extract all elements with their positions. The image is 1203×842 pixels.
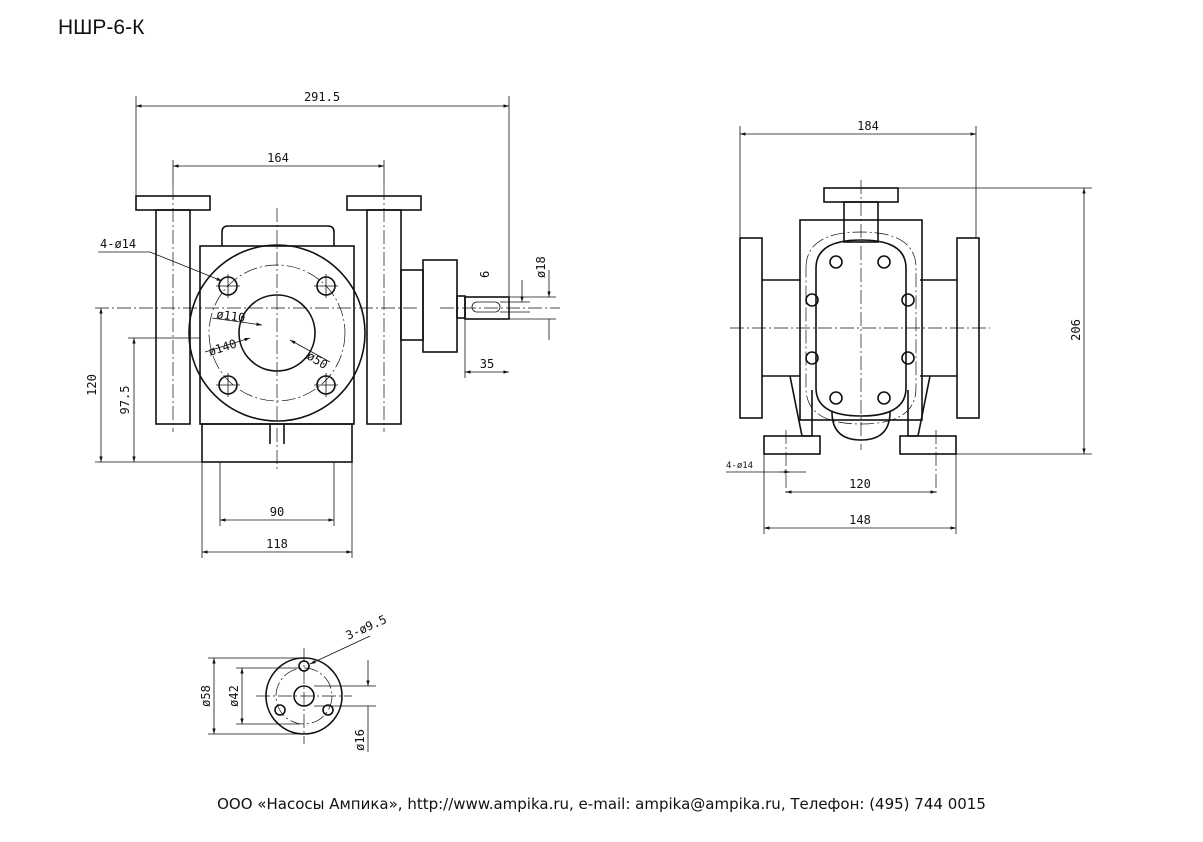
coupling-hub <box>400 269 424 341</box>
dim-center-height: 97.5 <box>118 386 132 415</box>
side-view <box>726 126 1092 534</box>
dim-key-width: 6 <box>478 271 492 278</box>
dim-bore-dia: ø50 <box>304 349 330 372</box>
dim-port-spacing: 164 <box>267 151 289 165</box>
dim-flange-bolt-circle: ø42 <box>227 685 241 707</box>
dim-flange-outer: ø58 <box>199 685 213 707</box>
dim-height: 120 <box>85 374 99 396</box>
dim-base-inner: 90 <box>270 505 284 519</box>
dim-base-outer: 118 <box>266 537 288 551</box>
dim-side-width: 184 <box>857 119 879 133</box>
dim-front-holes: 4-ø14 <box>100 237 136 251</box>
shaft-key <box>471 301 501 313</box>
dim-flange-bore: ø16 <box>353 729 367 751</box>
dim-side-base-outer: 148 <box>849 513 871 527</box>
coupling-flange <box>422 259 458 353</box>
front-view <box>95 96 560 558</box>
company-footer: ООО «Насосы Ампика», http://www.ampika.r… <box>217 795 986 813</box>
dim-shaft-length: 35 <box>480 357 494 371</box>
top-boss <box>221 225 335 246</box>
dim-shaft-dia: ø18 <box>534 256 548 278</box>
dim-side-height: 206 <box>1069 319 1083 341</box>
side-right-foot <box>899 435 957 455</box>
side-left-foot <box>763 435 821 455</box>
side-cover <box>815 239 907 417</box>
dim-side-holes: 4-ø14 <box>726 461 753 471</box>
drawing-title: НШР-6-К <box>58 16 145 39</box>
dim-overall-length: 291.5 <box>304 90 340 104</box>
dim-side-base-inner: 120 <box>849 477 871 491</box>
flange-view <box>208 635 376 752</box>
dim-bolt-circle: ø110 <box>216 307 247 325</box>
housing-circle <box>188 244 366 422</box>
dim-flange-dia: ø140 <box>207 337 239 359</box>
